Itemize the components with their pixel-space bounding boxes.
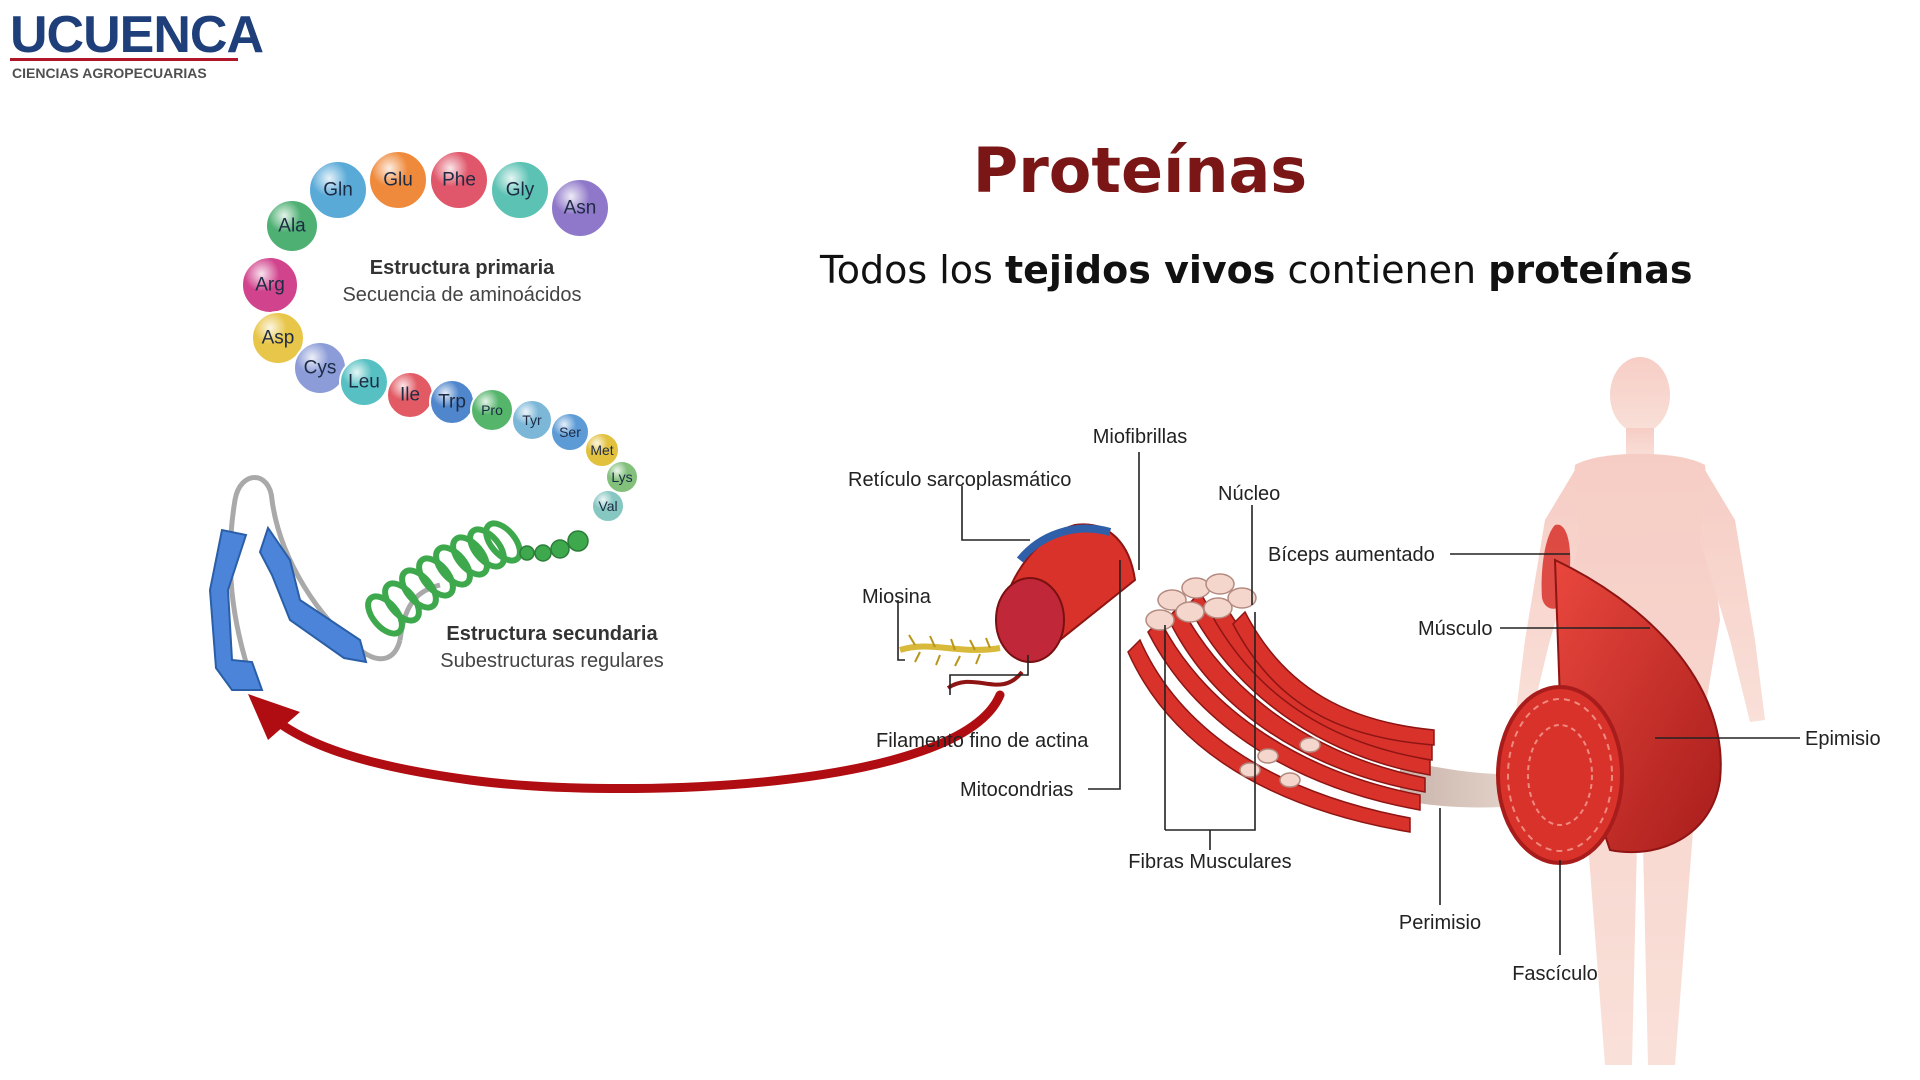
amino-acid-highlight — [551, 179, 609, 237]
amino-acid-label: Asn — [564, 198, 597, 219]
label-filamento-actina: Filamento fino de actina — [876, 730, 1089, 752]
alpha-helix — [365, 520, 523, 637]
helix-beads — [519, 530, 589, 562]
page-subtitle: Todos los tejidos vivos contienen proteí… — [819, 248, 1692, 292]
amino-acid-label: Arg — [255, 275, 285, 296]
label-biceps-aumentado: Bíceps aumentado — [1268, 544, 1435, 566]
amino-acid-label: Glu — [383, 170, 413, 191]
beta-strand-arrow-1 — [208, 528, 264, 691]
amino-acid-highlight — [266, 200, 318, 252]
amino-acid-label: Gln — [323, 180, 353, 201]
myosin-heads — [908, 634, 991, 667]
muscle-fiber-bundle — [1127, 590, 1435, 833]
label-miosina: Miosina — [862, 586, 932, 608]
amino-acid-label: Cys — [304, 358, 337, 379]
amino-acid-label: Met — [590, 442, 613, 458]
amino-acid-highlight — [491, 161, 549, 219]
sarcoplasmic-reticulum — [1016, 524, 1112, 563]
amino-acid-label: Asp — [262, 328, 295, 349]
label-miofibrillas: Miofibrillas — [1093, 426, 1187, 448]
secondary-structure-title: Estructura secundaria — [446, 623, 658, 645]
label-epimisio: Epimisio — [1805, 728, 1881, 750]
fascicle-pattern-inner — [1527, 724, 1593, 826]
subtitle-part-1: Todos los — [819, 248, 1005, 292]
beta-sheet-loop — [227, 475, 403, 691]
amino-acid-highlight — [551, 413, 589, 451]
label-perimisio: Perimisio — [1399, 912, 1481, 934]
amino-acid-label: Ile — [400, 385, 420, 406]
link-arrow — [248, 690, 1005, 794]
amino-acid-highlight — [471, 389, 513, 431]
amino-acid-label: Ala — [278, 216, 306, 237]
amino-acid-label: Val — [598, 498, 617, 514]
university-logo: UCUENCA CIENCIAS AGROPECUARIAS — [10, 6, 264, 81]
amino-acid-label: Gly — [506, 180, 535, 201]
amino-acid-highlight — [340, 358, 388, 406]
logo-name: UCUENCA — [10, 6, 263, 64]
label-nucleo: Núcleo — [1218, 483, 1280, 505]
fiber-cross-section — [995, 577, 1065, 663]
label-fibras-musculares: Fibras Musculares — [1128, 851, 1291, 873]
amino-acid-highlight — [387, 372, 433, 418]
amino-acid-label: Ser — [559, 424, 581, 440]
amino-acid-highlight — [369, 151, 427, 209]
primary-structure-description: Secuencia de aminoácidos — [342, 284, 581, 306]
amino-acid-highlight — [512, 400, 552, 440]
label-fasciculo: Fascículo — [1512, 963, 1598, 985]
amino-acid-highlight — [252, 312, 304, 364]
amino-acid-label: Lys — [611, 469, 632, 485]
amino-acid-highlight — [309, 161, 367, 219]
page-title: Proteínas — [973, 134, 1307, 207]
secondary-structure-description: Subestructuras regulares — [440, 650, 663, 672]
amino-acid-highlight — [242, 257, 298, 313]
leader-lines — [897, 452, 1800, 955]
subtitle-part-2: contienen — [1275, 248, 1488, 292]
amino-acid-highlight — [585, 433, 619, 467]
logo-rule — [10, 58, 238, 61]
amino-acid-label: Trp — [438, 392, 466, 413]
fascicle-pattern — [1507, 698, 1613, 852]
amino-acid-highlight — [592, 490, 624, 522]
label-reticulo-sarcoplasmatico: Retículo sarcoplasmático — [848, 469, 1071, 491]
amino-acid-highlight — [606, 461, 638, 493]
amino-acid-label: Tyr — [522, 412, 542, 428]
subtitle-bold-tejidos: tejidos vivos — [1005, 248, 1275, 292]
amino-acid-highlight — [294, 342, 346, 394]
label-musculo: Músculo — [1418, 618, 1492, 640]
subtitle-bold-proteinas: proteínas — [1488, 248, 1692, 292]
actin-filament — [946, 670, 1024, 690]
amino-acid-label: Pro — [481, 402, 503, 418]
amino-acid-label: Phe — [442, 170, 476, 191]
myosin-filament — [899, 643, 1001, 653]
amino-acid-highlight — [430, 380, 474, 424]
amino-acid-highlight — [430, 151, 488, 209]
primary-structure-title: Estructura primaria — [370, 257, 555, 279]
muscle-anatomy-diagram: Miofibrillas Retículo sarcoplasmático Nú… — [848, 357, 1881, 1065]
beta-strand-arrow-2 — [258, 525, 368, 664]
arrow-head — [248, 694, 300, 740]
muscle-cross-section — [1496, 685, 1624, 865]
logo-subtitle: CIENCIAS AGROPECUARIAS — [12, 65, 207, 81]
arrow-shaft — [257, 690, 1005, 794]
label-mitocondrias: Mitocondrias — [960, 779, 1073, 801]
amino-acid-label: Leu — [348, 372, 380, 393]
fiber-ends — [1145, 573, 1321, 788]
